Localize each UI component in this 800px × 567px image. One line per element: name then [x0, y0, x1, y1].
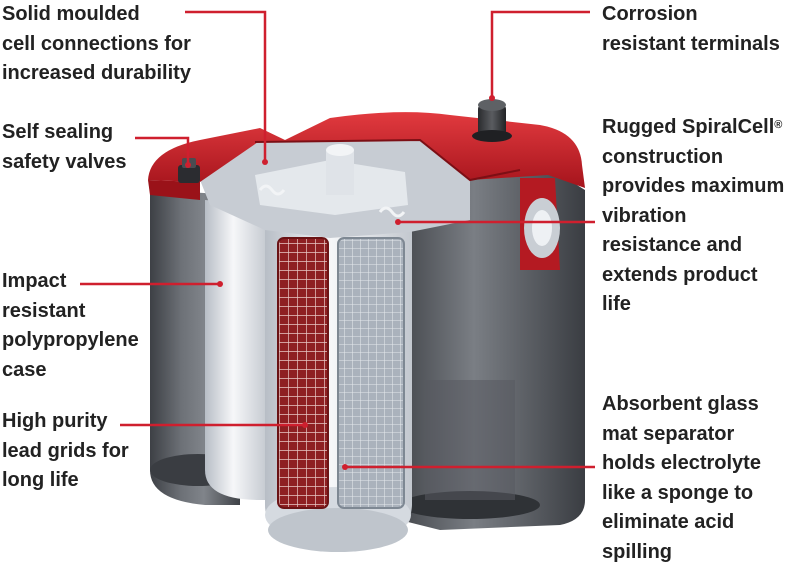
- callout-line: extends product: [602, 261, 784, 291]
- callout-line: Self sealing: [2, 118, 127, 148]
- callout-line: case: [2, 356, 139, 386]
- callout-line: Solid moulded: [2, 0, 191, 30]
- callout-line: resistant terminals: [602, 30, 780, 60]
- callout-spiralcell: Rugged SpiralCell® construction provides…: [602, 113, 784, 320]
- callout-cell-connections: Solid moulded cell connections for incre…: [2, 0, 191, 89]
- callout-line: cell connections for: [2, 30, 191, 60]
- callout-safety-valves: Self sealing safety valves: [2, 118, 127, 177]
- callout-line: safety valves: [2, 148, 127, 178]
- callout-line: Impact: [2, 267, 139, 297]
- callout-line: provides maximum: [602, 172, 784, 202]
- callout-line: Rugged SpiralCell®: [602, 113, 784, 143]
- callout-line: holds electrolyte: [602, 449, 761, 479]
- cell-connector-post: [326, 150, 354, 195]
- callout-line: Absorbent glass: [602, 390, 761, 420]
- callout-line: construction: [602, 143, 784, 173]
- callout-lead-grids: High purity lead grids for long life: [2, 407, 129, 496]
- leader-spiralcell-endpoint: [395, 219, 401, 225]
- callout-line: long life: [2, 466, 129, 496]
- leader-cell-connections-endpoint: [262, 159, 268, 165]
- registered-mark: ®: [774, 119, 782, 131]
- leader-separator-endpoint: [342, 464, 348, 470]
- callout-line: eliminate acid: [602, 508, 761, 538]
- callout-line: spilling: [602, 538, 761, 567]
- lead-grid-plate: [278, 238, 328, 508]
- callout-line: resistant: [2, 297, 139, 327]
- callout-separator: Absorbent glass mat separator holds elec…: [602, 390, 761, 567]
- side-terminal-icon: [520, 178, 560, 270]
- leader-terminals: [492, 12, 590, 98]
- callout-line: like a sponge to: [602, 479, 761, 509]
- callout-line: mat separator: [602, 420, 761, 450]
- callout-line: Corrosion: [602, 0, 780, 30]
- leader-case-endpoint: [217, 281, 223, 287]
- callout-line: lead grids for: [2, 437, 129, 467]
- callout-line: vibration: [602, 202, 784, 232]
- cell-white-wall: [205, 200, 268, 500]
- callout-line: resistance and: [602, 231, 784, 261]
- callout-terminals: Corrosion resistant terminals: [602, 0, 780, 59]
- callout-case: Impact resistant polypropylene case: [2, 267, 139, 385]
- leader-terminals-endpoint: [489, 95, 495, 101]
- terminal-post-icon: [472, 99, 512, 142]
- callout-line: High purity: [2, 407, 129, 437]
- leader-lead-grids-endpoint: [302, 422, 308, 428]
- callout-line: increased durability: [2, 59, 191, 89]
- callout-line: life: [602, 290, 784, 320]
- callout-line: polypropylene: [2, 326, 139, 356]
- leader-safety-valves-endpoint: [185, 162, 191, 168]
